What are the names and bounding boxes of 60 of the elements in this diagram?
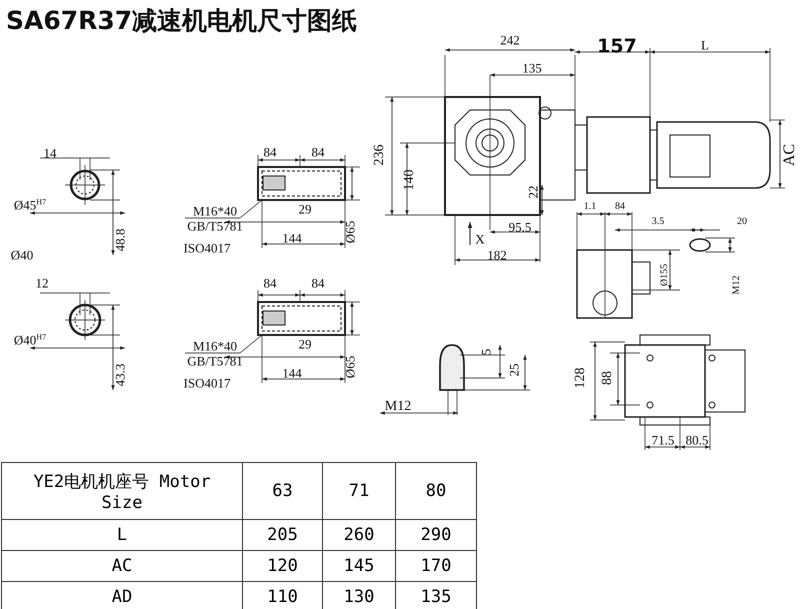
dimension-label: 84 [312, 276, 324, 290]
dimension-label: X [475, 232, 485, 246]
table-cell: 170 [396, 550, 476, 582]
dimension-label: 88 [601, 371, 615, 385]
dimension-label: GB/T5781 [187, 220, 243, 232]
dimension-label: 135 [522, 62, 542, 74]
table-cell: 290 [396, 520, 476, 550]
dimension-label: M16*40 [192, 340, 238, 352]
table-cell: AD [2, 582, 242, 609]
dimension-label: 84 [615, 202, 625, 212]
dimension-label: 43.3 [114, 364, 126, 386]
dimension-label: 144 [282, 232, 302, 244]
dimension-label: 140 [403, 170, 417, 190]
table-cell: 80 [396, 462, 476, 520]
dimension-label: M12 [384, 400, 412, 414]
dimension-label: AC [782, 144, 798, 166]
table-cell: 71 [322, 462, 396, 520]
dimension-label: 14 [44, 146, 56, 160]
dimension-label: 84 [312, 146, 324, 158]
dimension-label: 95.5 [508, 220, 532, 234]
table-cell: 63 [242, 462, 322, 520]
dimension-label: Ø45$^{H7}$ [14, 198, 46, 212]
dimension-label: M12 [732, 276, 742, 294]
dimension-label: Ø65 [344, 220, 356, 244]
dimension-label: ISO4017 [184, 242, 230, 254]
dimension-label: L [701, 38, 709, 52]
dimension-label: 3.5 [652, 217, 664, 227]
drawing-title: SA67R37减速机电机尺寸图纸 [6, 5, 358, 37]
dimension-label: 84 [264, 276, 276, 290]
dimension-label: 236 [373, 144, 387, 166]
table-cell: YE2电机机座号 Motor Size [2, 462, 242, 520]
dimension-label: 25 [508, 364, 520, 376]
dimension-label: Ø65 [344, 356, 356, 378]
table-cell: L [2, 520, 242, 550]
dimension-label: 5 [480, 348, 492, 356]
dimension-label: ISO4017 [184, 376, 230, 390]
dimension-label: 20 [737, 217, 747, 227]
dimension-label: 48.8 [114, 228, 126, 252]
table-cell: 205 [242, 520, 322, 550]
dimension-label: 29 [298, 338, 312, 350]
dimension-label: 242 [500, 34, 520, 46]
table-cell: 120 [242, 550, 322, 582]
dimension-label: GB/T5781 [187, 354, 243, 368]
table-cell: 260 [322, 520, 396, 550]
table-cell: 145 [322, 550, 396, 582]
dimension-label: Ø40$^{H7}$ [14, 333, 46, 347]
dimension-label: 1.1 [584, 202, 596, 212]
dimension-label: Ø40 [10, 248, 34, 262]
dimension-label: 71.5 [652, 434, 674, 446]
dimension-label: 144 [282, 366, 302, 380]
dimension-label: 80.5 [686, 434, 708, 446]
dimension-label: 22 [526, 186, 540, 198]
dimension-label: 182 [487, 248, 507, 262]
dimension-label: 12 [36, 276, 48, 290]
table-cell: AC [2, 550, 242, 582]
dimension-label: Ø155 [660, 264, 670, 286]
dimension-label: 128 [574, 368, 588, 388]
dimension-label: 29 [298, 202, 312, 216]
dimension-label: 84 [264, 146, 276, 158]
dimension-label: M16*40 [192, 204, 238, 218]
